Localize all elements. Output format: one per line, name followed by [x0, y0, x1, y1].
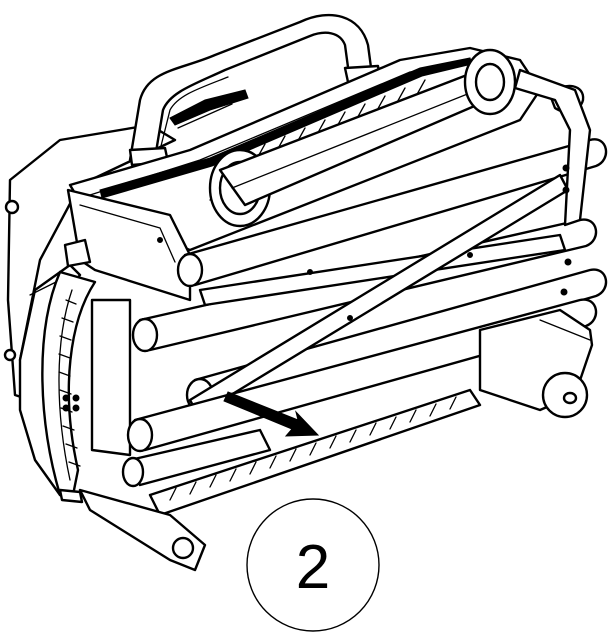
- front-block: [63, 188, 192, 302]
- right-foot: [478, 308, 594, 419]
- right-bracket: [513, 68, 592, 296]
- circle-badge: [246, 498, 380, 632]
- side-frame: [41, 270, 132, 504]
- arrow-icon: [223, 391, 320, 437]
- step-badge: 2: [246, 498, 380, 632]
- step-number: 2: [296, 533, 330, 602]
- pulley-wheels: [208, 48, 585, 228]
- bottom-frame: [78, 388, 482, 572]
